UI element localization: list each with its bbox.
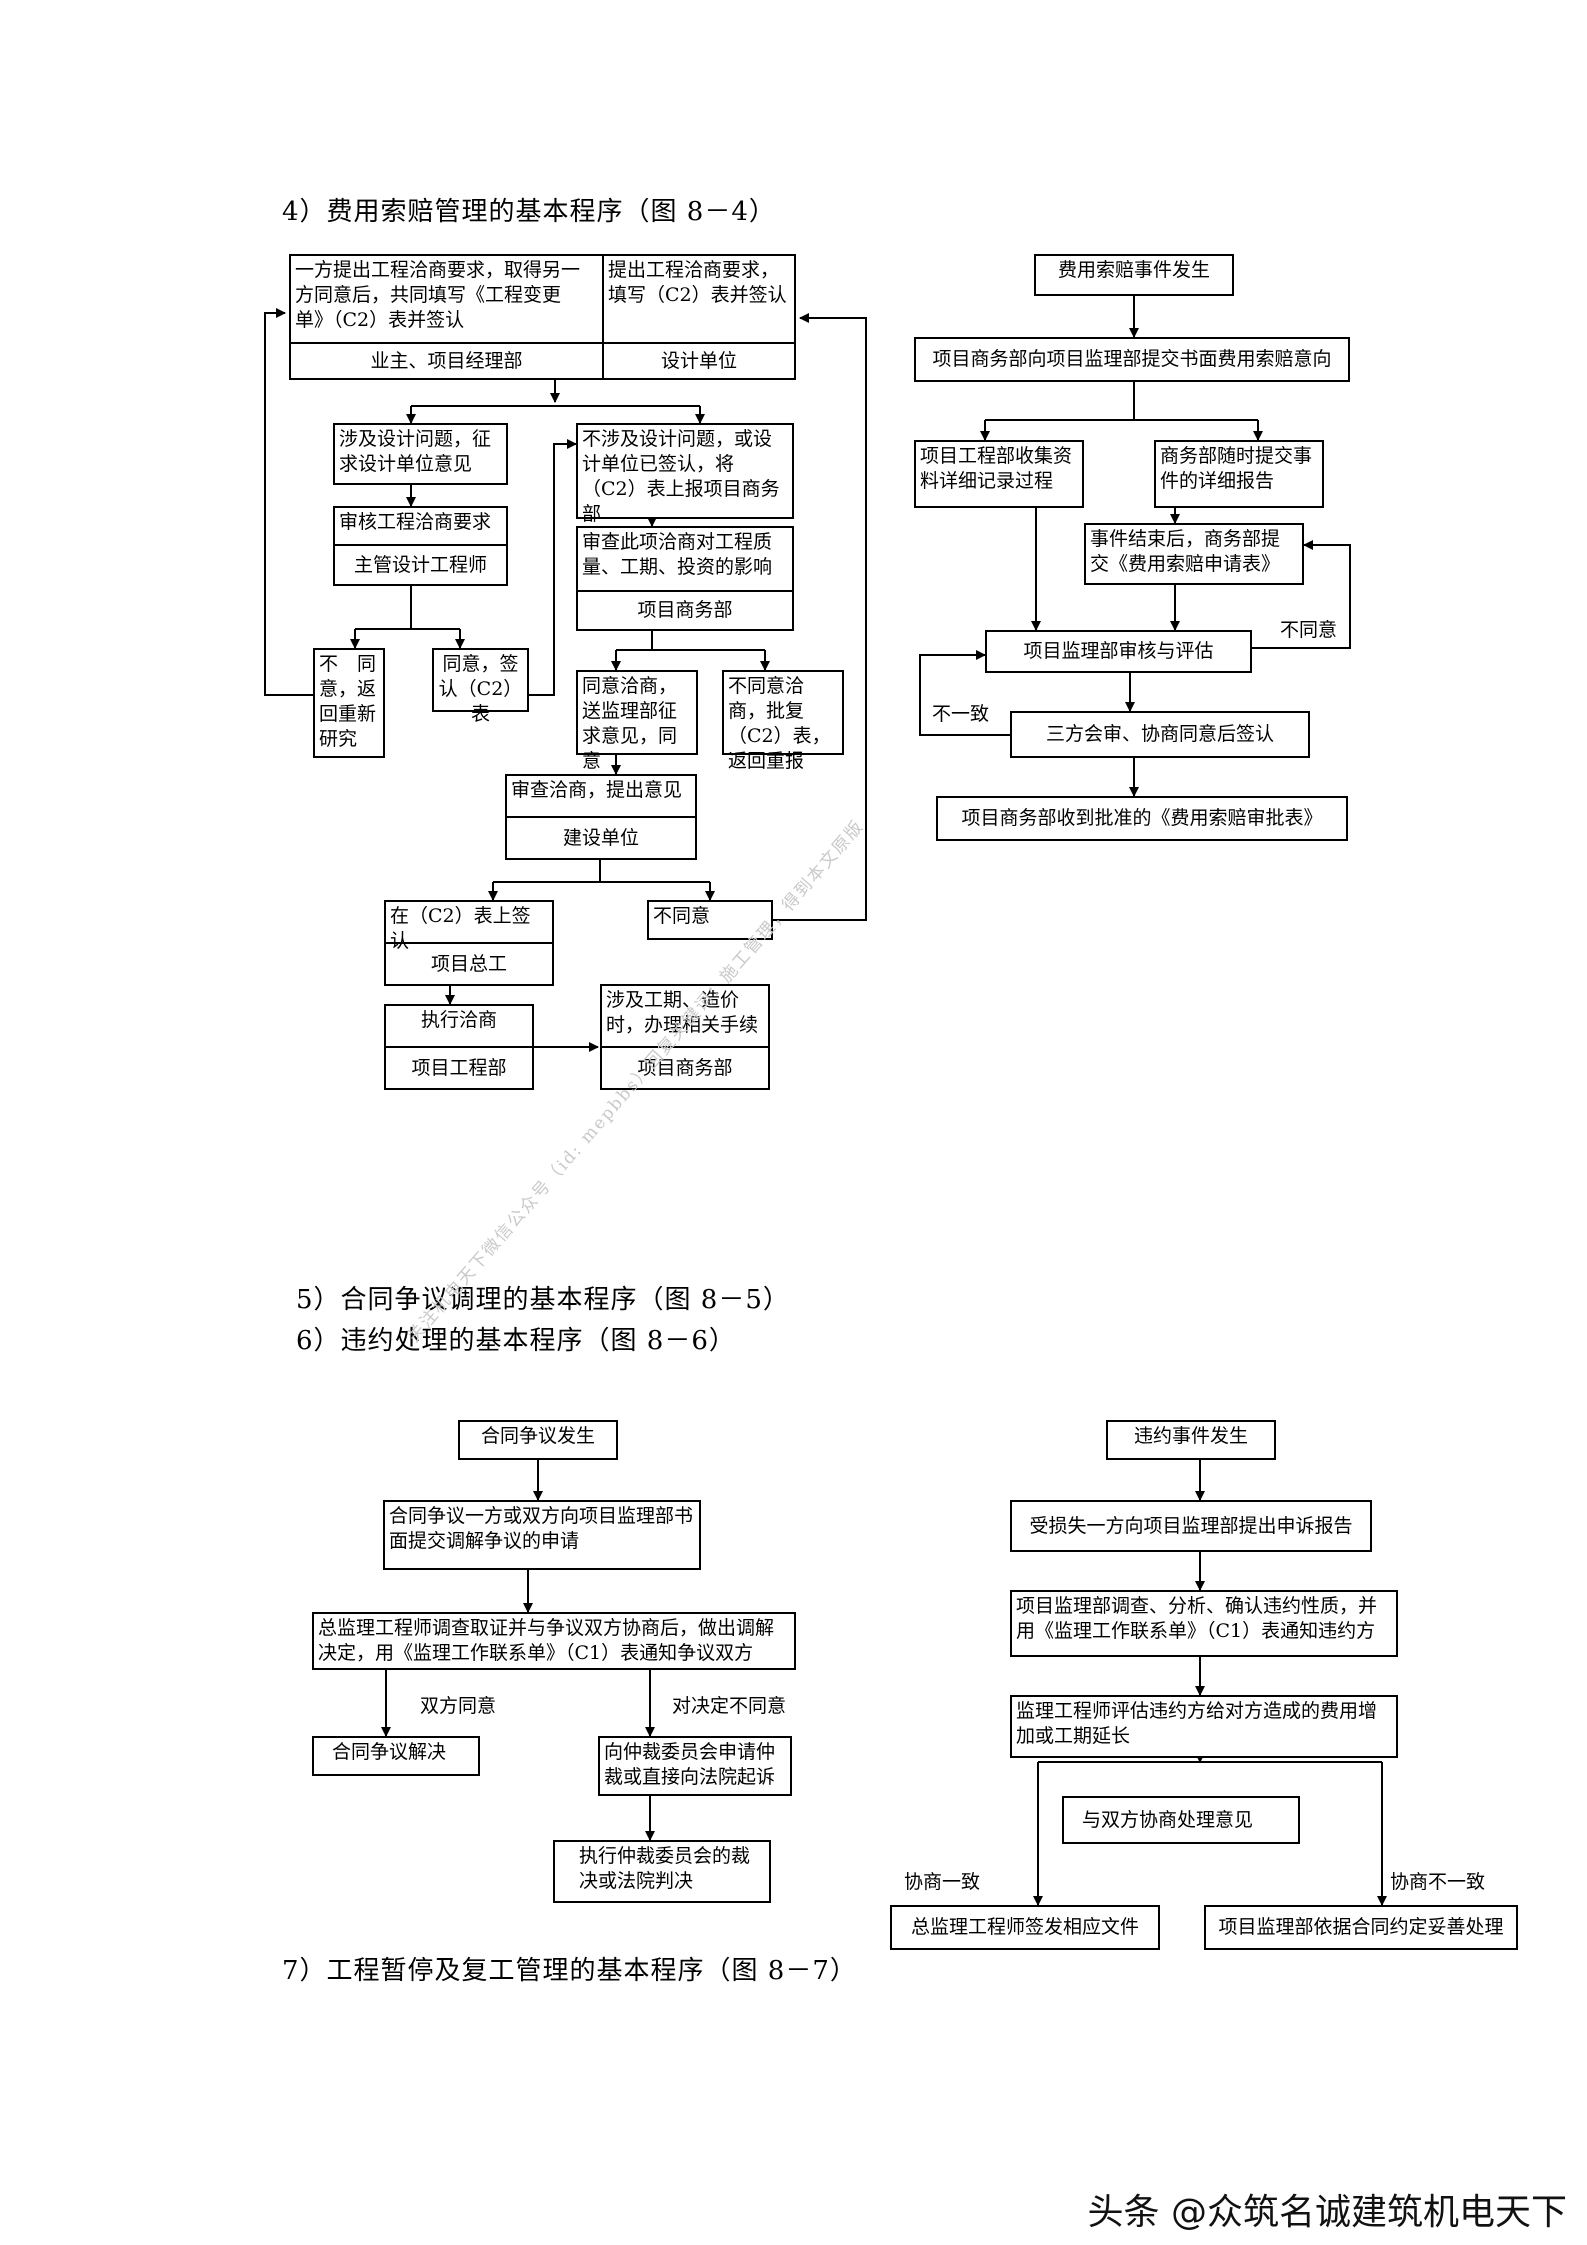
receive-approval-box: 项目商务部收到批准的《费用索赔审批表》	[936, 796, 1348, 841]
claim-event-box: 费用索赔事件发生	[1034, 254, 1234, 296]
appeal-report-box: 受损失一方向项目监理部提出申诉报告	[1010, 1500, 1372, 1552]
heading-fig-8-7: 7）工程暂停及复工管理的基本程序（图 8－7）	[282, 1956, 857, 1986]
commerce-dept-label: 项目商务部	[578, 590, 792, 631]
disagree-return-box: 不同意洽商，批复（C2）表，返回重报	[722, 670, 844, 772]
design-unit-label: 设计单位	[604, 342, 794, 380]
review-opinion-box: 审查洽商，提出意见 建设单位	[505, 774, 697, 860]
investigate-box: 项目监理部调查、分析、确认违约性质，并用《监理工作联系单》（C1）表通知违约方	[1010, 1590, 1398, 1657]
chief-designer-label: 主管设计工程师	[335, 544, 506, 586]
no-design-issue-box: 不涉及设计问题，或设计单位已签认，将（C2）表上报项目商务部	[576, 423, 794, 525]
negotiate-box: 与双方协商处理意见	[1062, 1796, 1300, 1844]
engineering-dept-label: 项目工程部	[386, 1046, 532, 1090]
agree-submit-box: 同意洽商，送监理部征求意见，同意	[576, 670, 698, 772]
chief-decision-box: 总监理工程师调查取证并与争议双方协商后，做出调解决定，用《监理工作联系单》（C1…	[312, 1612, 796, 1670]
owner-pm-label: 业主、项目经理部	[291, 342, 602, 380]
chief-engineer-label: 项目总工	[386, 942, 552, 986]
owner-request-box: 一方提出工程洽商要求，取得另一方同意后，共同填写《工程变更单》（C2）表并签认 …	[289, 254, 604, 380]
review-impact-box: 审查此项洽商对工程质量、工期、投资的影响 项目商务部	[576, 526, 794, 631]
arbitration-box: 向仲裁委员会申请仲裁或直接向法院起诉	[598, 1736, 792, 1796]
tripartite-box: 三方会审、协商同意后签认	[1010, 711, 1310, 758]
execute-box: 执行洽商 项目工程部	[384, 1004, 534, 1090]
after-event-box: 事件结束后，商务部提交《费用索赔申请表》	[1084, 523, 1304, 585]
review-assess-box: 项目监理部审核与评估	[985, 630, 1252, 673]
detailed-report-box: 商务部随时提交事件的详细报告	[1154, 440, 1324, 508]
heading-fig-8-5: 5）合同争议调理的基本程序（图 8－5）	[296, 1285, 790, 1315]
footer-attribution: 头条 @众筑名诚建筑机电天下	[1087, 2192, 1567, 2233]
evaluate-cost-box: 监理工程师评估违约方给对方造成的费用增加或工期延长	[1010, 1695, 1398, 1758]
handle-contract-box: 项目监理部依据合同约定妥善处理	[1204, 1905, 1518, 1950]
design-issue-box: 涉及设计问题，征求设计单位意见	[333, 423, 508, 485]
resolved-box: 合同争议解决	[312, 1736, 480, 1776]
not-agree-return-box: 不 同意，返回重新研究	[313, 648, 385, 758]
breach-occurs-box: 违约事件发生	[1106, 1420, 1276, 1460]
execute-ruling-box: 执行仲裁委员会的裁决或法院判决	[553, 1840, 771, 1903]
both-agree-label: 双方同意	[420, 1695, 497, 1717]
review-request-box: 审核工程洽商要求 主管设计工程师	[333, 506, 508, 586]
issue-docs-box: 总监理工程师签发相应文件	[890, 1905, 1160, 1950]
not-agree-label: 不同意	[1280, 619, 1338, 641]
agreed-label: 协商一致	[904, 1871, 981, 1893]
inconsistent-label: 不一致	[932, 703, 990, 725]
not-agreed-label: 协商不一致	[1390, 1871, 1486, 1893]
not-agree-box: 不同意	[647, 900, 773, 940]
agree-sign-box: 同意，签认（C2）表	[432, 648, 529, 725]
construction-unit-label: 建设单位	[507, 816, 695, 860]
commerce-dept-label-2: 项目商务部	[602, 1046, 768, 1090]
heading-fig-8-6: 6）违约处理的基本程序（图 8－6）	[296, 1326, 736, 1356]
disagree-decision-label: 对决定不同意	[672, 1695, 787, 1717]
heading-fig-8-4: 4）费用索赔管理的基本程序（图 8－4）	[282, 197, 776, 227]
design-request-box: 提出工程洽商要求，填写（C2）表并签认 设计单位	[602, 254, 796, 380]
dispute-occurs-box: 合同争议发生	[458, 1420, 618, 1460]
procedures-box: 涉及工期、造价时，办理相关手续 项目商务部	[600, 984, 770, 1090]
collect-records-box: 项目工程部收集资料详细记录过程	[914, 440, 1084, 508]
submit-intent-box: 项目商务部向项目监理部提交书面费用索赔意向	[914, 337, 1350, 382]
sign-c2-box: 在（C2）表上签认 项目总工	[384, 900, 554, 986]
apply-mediation-box: 合同争议一方或双方向项目监理部书面提交调解争议的申请	[383, 1500, 701, 1570]
